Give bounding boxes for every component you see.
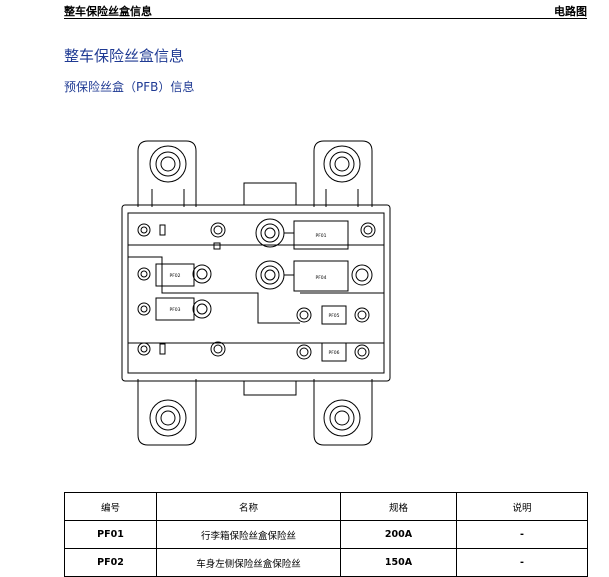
label-pf03: PF03 <box>169 307 180 313</box>
label-pf02: PF02 <box>169 273 180 279</box>
table-header-row: 编号 名称 规格 说明 <box>64 492 588 521</box>
header-manual-part: 电路图 <box>554 5 587 18</box>
subtitle: 预保险丝盒（PFB）信息 <box>64 80 195 94</box>
housing-outer <box>121 204 391 382</box>
page-header: 整车保险丝盒信息 电路图 <box>64 2 587 18</box>
table-row: PF02 车身左侧保险丝盒保险丝 150A - <box>64 548 588 577</box>
cell-rating: 150A <box>340 548 457 577</box>
col-header-note: 说明 <box>456 492 588 521</box>
fuse-pf05: PF05 <box>321 305 347 325</box>
cell-name: 行李箱保险丝盒保险丝 <box>156 520 341 549</box>
fuse-pf06: PF06 <box>321 342 347 362</box>
fuse-pf04: PF04 <box>284 260 349 292</box>
cell-id: PF02 <box>64 548 157 577</box>
header-rule <box>64 18 587 19</box>
mount-bracket-bottom-right <box>313 379 373 446</box>
table-row: PF01 行李箱保险丝盒保险丝 200A - <box>64 520 588 549</box>
bottom-clip <box>243 381 297 396</box>
terminal-bolt-4 <box>192 299 212 319</box>
fuse-pf03: PF03 <box>155 297 195 321</box>
mount-bracket-top-right <box>313 140 373 207</box>
label-pf06: PF06 <box>328 350 339 356</box>
terminal-bolt-1 <box>255 218 285 248</box>
fuse-pf02: PF02 <box>155 263 195 287</box>
fuse-pf01: PF01 <box>284 220 349 250</box>
cell-note: - <box>456 520 588 549</box>
cell-name: 车身左侧保险丝盒保险丝 <box>156 548 341 577</box>
cell-id: PF01 <box>64 520 157 549</box>
terminal-bolt-2 <box>255 260 285 290</box>
fuse-spec-table: 编号 名称 规格 说明 PF01 行李箱保险丝盒保险丝 200A - PF02 … <box>64 492 588 577</box>
top-clip <box>243 182 297 205</box>
terminal-bolt-5 <box>296 307 312 323</box>
label-pf04: PF04 <box>315 275 326 281</box>
label-pf05: PF05 <box>328 313 339 319</box>
cell-note: - <box>456 548 588 577</box>
mount-bracket-top-left <box>137 140 197 207</box>
col-header-name: 名称 <box>156 492 341 521</box>
mount-bracket-bottom-left <box>137 379 197 446</box>
pfb-fuse-box-diagram: PF01 PF02 PF03 PF04 PF05 PF06 <box>121 140 391 446</box>
terminal-bolt-3 <box>192 264 212 284</box>
header-section: 整车保险丝盒信息 <box>64 5 152 18</box>
cell-rating: 200A <box>340 520 457 549</box>
col-header-rating: 规格 <box>340 492 457 521</box>
col-header-id: 编号 <box>64 492 157 521</box>
page-title: 整车保险丝盒信息 <box>64 47 185 65</box>
label-pf01: PF01 <box>315 233 326 239</box>
terminal-bolt-6 <box>296 344 312 360</box>
